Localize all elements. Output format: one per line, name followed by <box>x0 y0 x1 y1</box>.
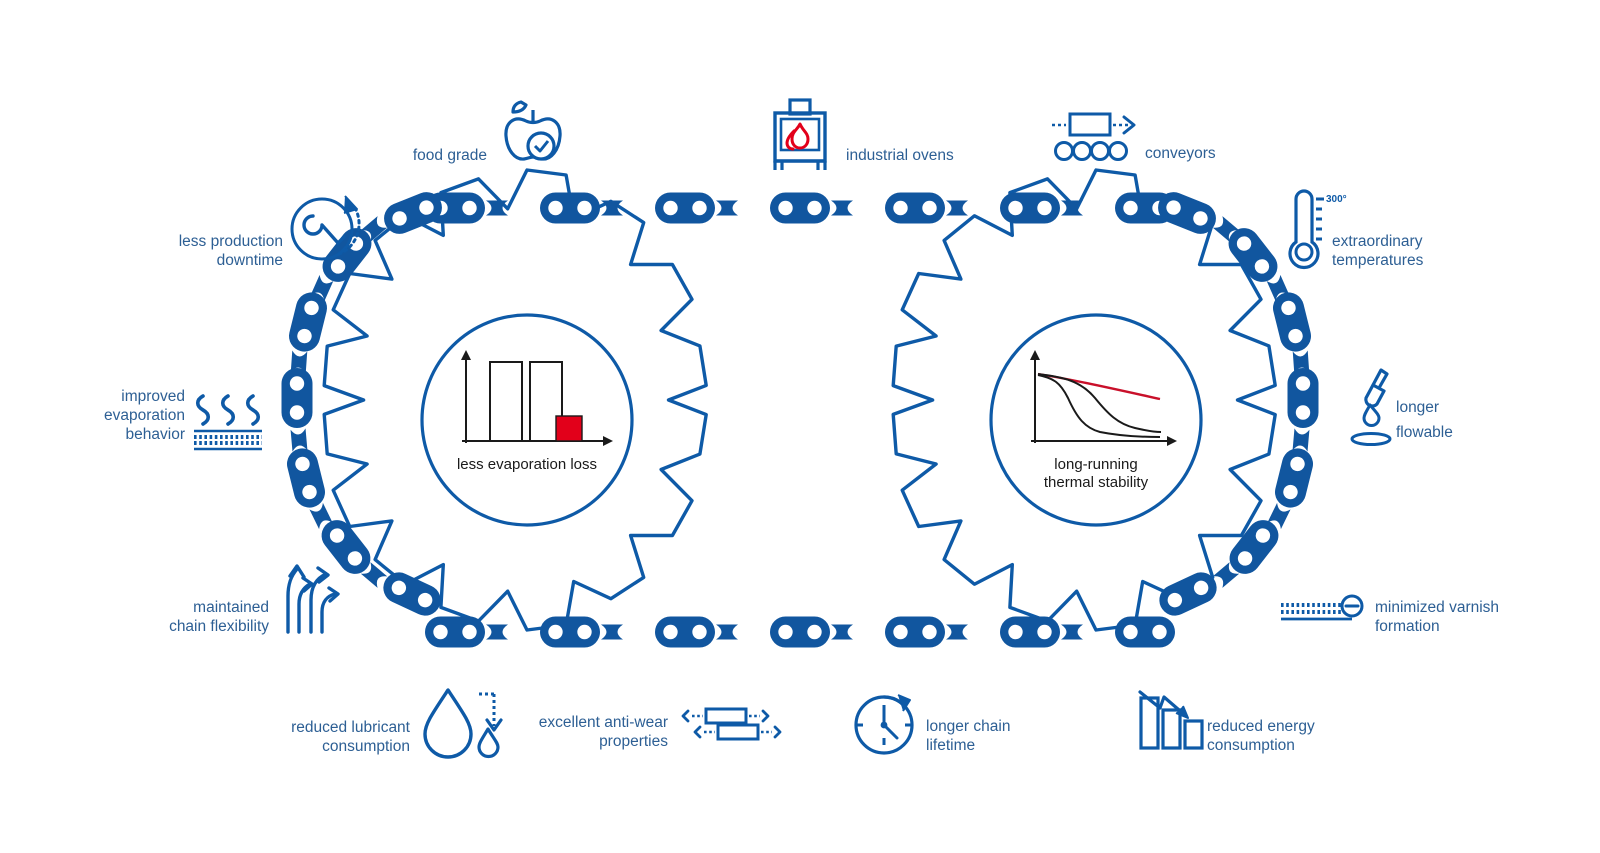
conveyor-icon <box>1052 112 1136 161</box>
gear-right <box>891 168 1277 632</box>
gear-right-inner-circle <box>989 313 1203 527</box>
benefit-label-industrial-ovens: industrial ovens <box>846 147 954 164</box>
bar-product <box>555 415 583 442</box>
benefit-label-flex-line1: maintained <box>193 599 269 616</box>
chart-caption-thermal-line1: long-running <box>1054 456 1137 473</box>
benefit-excellent-anti-wear-properties[interactable]: excellent anti-wear properties <box>539 707 782 750</box>
benefit-label-food-grade: food grade <box>413 147 487 164</box>
series-reference-fast <box>1037 374 1161 438</box>
benefit-label-energy-line1: reduced energy <box>1207 718 1315 735</box>
benefit-minimized-varnish-formation[interactable]: minimized varnish formation <box>1281 594 1499 635</box>
benefit-reduced-lubricant-consumption[interactable]: reduced lubricant consumption <box>291 688 503 759</box>
benefit-maintained-chain-flexibility[interactable]: maintained chain flexibility <box>169 564 340 635</box>
bar-ref-1 <box>489 361 523 442</box>
benefit-label-flex-line2: chain flexibility <box>169 618 269 635</box>
chart-caption-evaporation: less evaporation loss <box>457 456 597 473</box>
chart-caption-thermal-line2: thermal stability <box>1044 474 1149 491</box>
benefit-less-production-downtime[interactable]: less production downtime <box>179 195 361 269</box>
benefit-improved-evaporation-behavior[interactable]: improved evaporation behavior <box>104 388 262 451</box>
benefit-label-lifetime-line1: longer chain <box>926 718 1010 735</box>
benefit-label-evap-line2: evaporation <box>104 407 185 424</box>
oven-flame-icon <box>773 98 827 170</box>
clock-arrow-icon <box>854 694 914 755</box>
benefit-longer-flowable[interactable]: longer flowable <box>1350 368 1453 446</box>
benefit-label-lubricant-line1: reduced lubricant <box>291 719 411 736</box>
benefit-label-evap-line3: behavior <box>126 426 185 443</box>
wrench-cycle-icon <box>290 195 361 261</box>
benefit-label-antiwear-line1: excellent anti-wear <box>539 714 668 731</box>
benefit-label-conveyors: conveyors <box>1145 145 1216 162</box>
flame-glyph <box>785 122 810 151</box>
declining-bars-icon <box>1138 690 1204 750</box>
benefit-longer-chain-lifetime[interactable]: longer chain lifetime <box>854 694 1010 755</box>
gear-left-inner-circle <box>420 313 634 527</box>
flex-arrows-icon <box>286 564 340 634</box>
benefit-food-grade[interactable]: food grade <box>413 100 562 164</box>
benefit-extraordinary-temperatures[interactable]: 300° extraordinary temperatures <box>1288 189 1424 270</box>
benefit-industrial-ovens[interactable]: industrial ovens <box>773 98 954 170</box>
series-reference-slow <box>1037 373 1162 433</box>
benefit-reduced-energy-consumption[interactable]: reduced energy consumption <box>1138 690 1315 754</box>
droplet-down-icon <box>423 688 503 759</box>
benefit-label-varnish-line2: formation <box>1375 618 1440 635</box>
benefit-label-energy-line2: consumption <box>1207 737 1295 754</box>
benefit-label-evap-line1: improved <box>121 388 185 405</box>
chart-thermal-stability: long-running thermal stability <box>1030 350 1177 491</box>
benefit-label-flowable-line2: flowable <box>1396 424 1453 441</box>
sliding-plates-icon <box>681 707 782 741</box>
benefit-label-downtime-line1: less production <box>179 233 283 250</box>
benefit-conveyors[interactable]: conveyors <box>1052 112 1216 162</box>
benefit-label-varnish-line1: minimized varnish <box>1375 599 1499 616</box>
benefit-label-lifetime-line2: lifetime <box>926 737 975 754</box>
benefit-label-lubricant-line2: consumption <box>322 738 410 755</box>
thermometer-icon <box>1288 189 1324 270</box>
surface-minus-icon <box>1281 594 1364 621</box>
steam-surface-icon <box>194 394 262 451</box>
benefit-label-antiwear-line2: properties <box>599 733 668 750</box>
benefit-label-downtime-line2: downtime <box>217 252 283 269</box>
apple-check-icon <box>504 100 562 161</box>
benefit-label-temps-line1: extraordinary <box>1332 233 1423 250</box>
chart-less-evaporation-loss: less evaporation loss <box>457 350 613 473</box>
benefit-label-temps-line2: temperatures <box>1332 252 1424 269</box>
pipette-drop-icon <box>1350 368 1392 446</box>
thermometer-value-badge: 300° <box>1326 194 1347 205</box>
benefit-label-flowable-line1: longer <box>1396 399 1439 416</box>
